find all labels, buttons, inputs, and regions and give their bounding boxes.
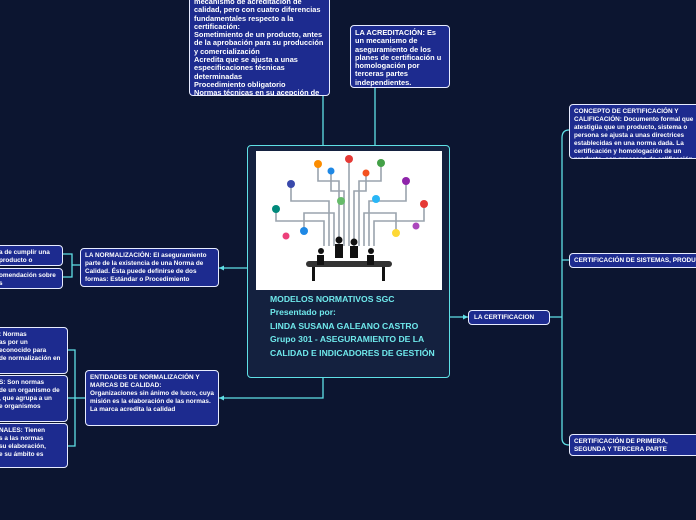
node-ent-normas-1[interactable]: : Normas as por un econocido para de nor… (0, 327, 68, 374)
node-ent-normas-2[interactable]: S: Son normas de un organismo de , que a… (0, 375, 68, 422)
connector-certificacion-children (550, 129, 570, 446)
node-certificacion[interactable]: LA CERTIFICACION (468, 310, 550, 325)
central-topic[interactable]: MODELOS NORMATIVOS SGC Presentado por: L… (247, 145, 450, 378)
connector-normalizacion-children (63, 253, 80, 278)
node-norm-estandar[interactable]: a de cumplir una producto o proceso (0, 245, 63, 266)
node-cert-concepto[interactable]: CONCEPTO DE CERTIFICACIÓN Y CALIFICACIÓN… (569, 104, 696, 159)
node-acreditacion-detail[interactable]: mecanismo de acreditación de calidad, pe… (189, 0, 330, 96)
connector-entidades (219, 378, 324, 399)
connector-entidades-children (68, 349, 85, 447)
node-cert-sistemas[interactable]: CERTIFICACIÓN DE SISTEMAS, PRODUCTOS Y P… (569, 253, 696, 268)
node-ent-normas-3[interactable]: NALES: Tienen s a las normas su elaborac… (0, 423, 68, 468)
node-norm-procedimiento[interactable]: omendación sobre s (0, 268, 63, 289)
central-topic-text: MODELOS NORMATIVOS SGC Presentado por: L… (270, 294, 435, 358)
network-team-image (256, 151, 442, 290)
node-normalizacion[interactable]: LA NORMALIZACIÓN: El aseguramiento parte… (80, 248, 219, 287)
node-cert-primera[interactable]: CERTIFICACIÓN DE PRIMERA, SEGUNDA Y TERC… (569, 434, 696, 456)
node-entidades[interactable]: ENTIDADES DE NORMALIZACIÓN Y MARCAS DE C… (85, 370, 219, 426)
node-acreditacion[interactable]: LA ACREDITACIÓN: Es un mecanismo de aseg… (350, 25, 450, 88)
